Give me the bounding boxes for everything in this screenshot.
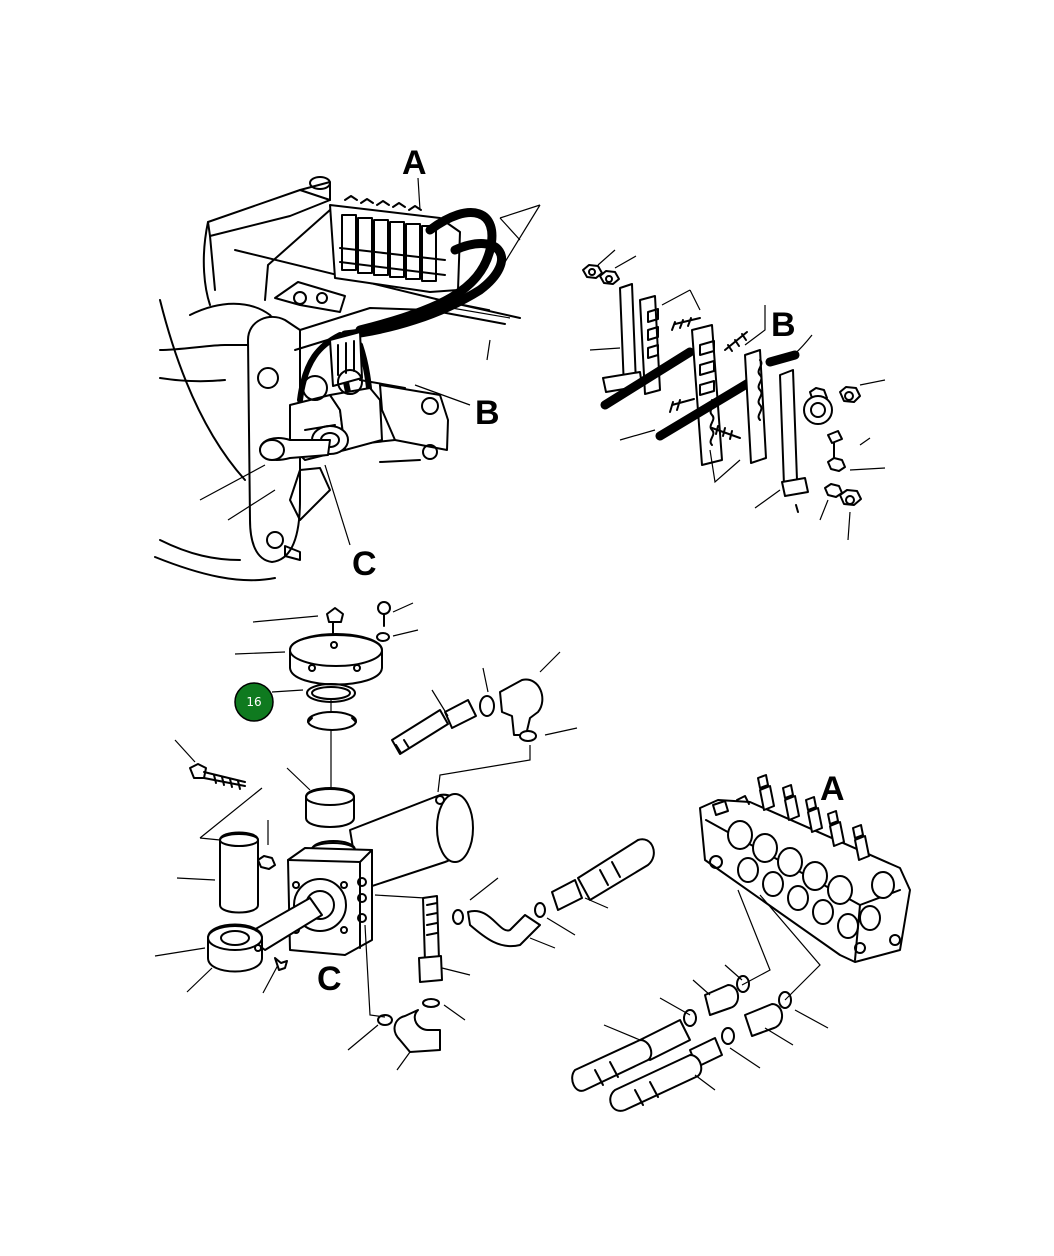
valve-spool-caps: [712, 774, 870, 861]
badge-number: 16: [246, 695, 261, 709]
label-detail-b: B: [771, 306, 796, 344]
valve-sections: [727, 820, 895, 939]
label-top-b: B: [475, 394, 500, 432]
label-cylinder-c: C: [317, 960, 342, 998]
frame-assembly-view: [154, 176, 541, 582]
label-top-c: C: [352, 545, 377, 583]
control-valve-a: [571, 774, 911, 1112]
clamp-detail-b: [582, 249, 886, 541]
badge-circle: [234, 682, 274, 722]
cylinder-assembly-c: [154, 601, 655, 1071]
label-top-a: A: [402, 144, 427, 182]
callout-badge-16[interactable]: 16: [234, 682, 274, 722]
label-valve-a: A: [820, 770, 845, 808]
